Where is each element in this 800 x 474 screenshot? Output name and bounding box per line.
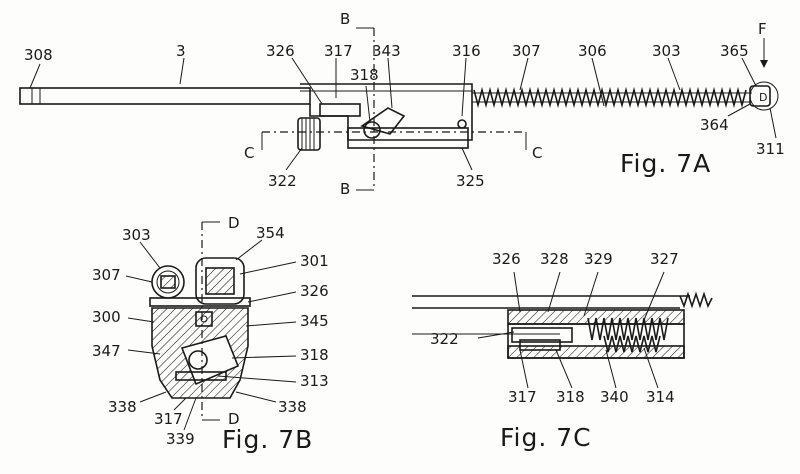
label-343: 343	[372, 42, 401, 60]
label-365: 365	[720, 42, 749, 60]
label-3: 3	[176, 42, 186, 60]
label-326: 326	[492, 250, 521, 268]
section-mark-d-top: D	[228, 214, 240, 232]
label-339: 339	[166, 430, 195, 448]
section-mark-f: F	[758, 20, 767, 38]
label-301: 301	[300, 252, 329, 270]
caption-fig-7a: Fig. 7A	[620, 149, 711, 178]
spring-tail	[679, 291, 713, 309]
pin-318-section	[188, 350, 208, 370]
rod-3	[19, 87, 311, 105]
label-307: 307	[92, 266, 121, 284]
spring-314	[603, 335, 661, 353]
label-314: 314	[646, 388, 675, 406]
label-322: 322	[268, 172, 297, 190]
label-306: 306	[578, 42, 607, 60]
section-mark-d-circle: D	[759, 91, 767, 104]
label-300: 300	[92, 308, 121, 326]
fig-7c-labels: 326 328 329 327 322 317 318 340 314 Fig.…	[430, 250, 679, 452]
label-303: 303	[652, 42, 681, 60]
caption-fig-7b: Fig. 7B	[222, 425, 313, 454]
label-303: 303	[122, 226, 151, 244]
label-327: 327	[650, 250, 679, 268]
screw-316	[457, 119, 467, 129]
label-311: 311	[756, 140, 785, 158]
fig-7b-drawing	[125, 221, 297, 431]
label-318: 318	[300, 346, 329, 364]
label-313: 313	[300, 372, 329, 390]
fig-7a-labels: 308 3 326 317 343 318 316 307 306 303 36…	[24, 10, 785, 198]
fig-7c-drawing	[412, 271, 713, 389]
housing-base	[347, 127, 469, 149]
spring-329	[587, 317, 669, 341]
label-364: 364	[700, 116, 729, 134]
section-mark-c-right: C	[532, 144, 542, 162]
label-325: 325	[456, 172, 485, 190]
label-317: 317	[324, 42, 353, 60]
label-347: 347	[92, 342, 121, 360]
label-345: 345	[300, 312, 329, 330]
label-308: 308	[24, 46, 53, 64]
detail-circle-d	[749, 81, 779, 111]
section-mark-d-bottom: D	[228, 410, 240, 428]
label-317: 317	[508, 388, 537, 406]
section-mark-b-bottom: B	[340, 180, 350, 198]
label-316: 316	[452, 42, 481, 60]
label-318: 318	[350, 66, 379, 84]
label-322: 322	[430, 330, 459, 348]
label-338-left: 338	[108, 398, 137, 416]
section-mark-b-top: B	[340, 10, 350, 28]
spring-306	[473, 86, 747, 109]
label-317: 317	[154, 410, 183, 428]
label-340: 340	[600, 388, 629, 406]
label-329: 329	[584, 250, 613, 268]
label-326: 326	[300, 282, 329, 300]
part-354	[195, 257, 245, 305]
label-354: 354	[256, 224, 285, 242]
label-318: 318	[556, 388, 585, 406]
label-328: 328	[540, 250, 569, 268]
fig-7b-labels: 303 354 301 307 326 300 345 347 318 313 …	[92, 214, 329, 454]
label-338-right: 338	[278, 398, 307, 416]
fig-7a-drawing	[19, 27, 779, 191]
label-307: 307	[512, 42, 541, 60]
knob-322	[297, 117, 321, 151]
section-mark-c-left: C	[244, 144, 254, 162]
pin-318	[363, 121, 381, 139]
label-326: 326	[266, 42, 295, 60]
caption-fig-7c: Fig. 7C	[500, 423, 592, 452]
